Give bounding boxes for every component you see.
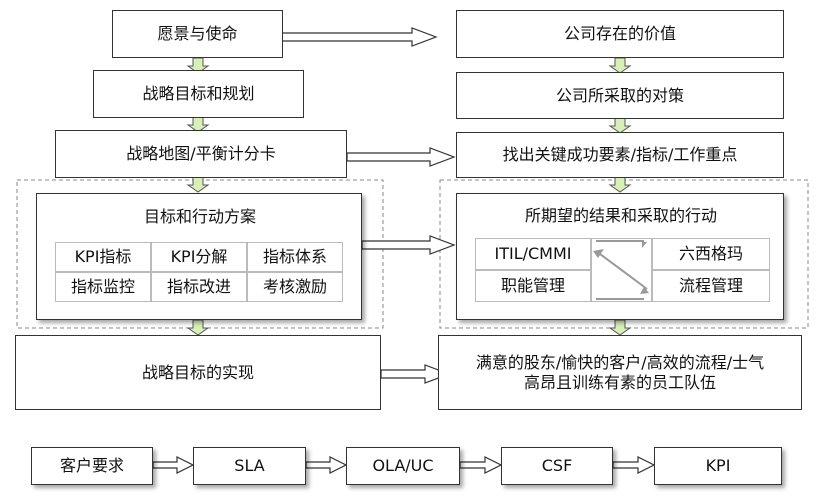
right-vertical-arrows (608, 57, 632, 336)
company-value-label: 公司存在的价值 (563, 24, 676, 43)
chain-csf: CSF (501, 447, 613, 485)
expected-results-box: 所期望的结果和采取的行动 ITIL/CMMI 职能管理 六西格玛 流程管理 (456, 193, 784, 320)
arrow-head-top (642, 242, 647, 248)
outcomes-box: 满意的股东/愉快的客户/高效的流程/士气 高昂且训练有素的员工队伍 (438, 335, 802, 410)
left-vertical-arrows (186, 57, 210, 336)
vision-label: 愿景与使命 (157, 24, 238, 43)
vision-box: 愿景与使命 (112, 10, 283, 58)
method-six-sigma: 六西格玛 (653, 239, 769, 269)
strategy-achievement-label: 战略目标的实现 (141, 362, 254, 382)
chain-csf-label: CSF (541, 456, 573, 475)
strategy-map-label: 战略地图/平衡计分卡 (126, 144, 276, 163)
chain-sla: SLA (193, 447, 306, 485)
crossing-arrows (593, 240, 649, 300)
company-value-box: 公司存在的价值 (456, 10, 784, 58)
cell-kpi-decomposition: KPI分解 (152, 243, 246, 271)
action-plan-title: 目标和行动方案 (143, 207, 256, 226)
method-functional-management: 职能管理 (476, 271, 590, 301)
company-strategy-label: 公司所采取的对策 (555, 85, 684, 105)
strategy-map-box: 战略地图/平衡计分卡 (55, 130, 347, 178)
action-plan-grid: KPI指标 KPI分解 指标体系 指标监控 指标改进 考核激励 (55, 242, 343, 302)
strategic-goals-label: 战略目标和规划 (142, 84, 255, 103)
chain-ola-uc: OLA/UC (346, 447, 460, 485)
chain-kpi: KPI (654, 447, 782, 485)
outcome-line-1: 满意的股东/愉快的客户/高效的流程/士气 (475, 352, 765, 372)
cell-indicator-system: 指标体系 (248, 243, 342, 271)
outcome-line-2: 高昂且训练有素的员工队伍 (523, 372, 716, 392)
method-itil-cmmi: ITIL/CMMI (476, 239, 590, 269)
cell-indicator-monitoring: 指标监控 (56, 273, 150, 301)
key-success-factors-box: 找出关键成功要素/指标/工作重点 (456, 132, 784, 178)
chain-ola-uc-label: OLA/UC (372, 456, 434, 475)
chain-customer-requirements: 客户要求 (31, 447, 153, 485)
horizontal-arrows (281, 27, 456, 384)
chain-kpi-label: KPI (705, 456, 731, 475)
strategic-goals-box: 战略目标和规划 (93, 70, 304, 118)
key-success-factors-label: 找出关键成功要素/指标/工作重点 (502, 145, 738, 164)
methods-grid: ITIL/CMMI 职能管理 六西格玛 流程管理 (475, 238, 770, 302)
arrow-head-left (593, 249, 604, 258)
chain-sla-label: SLA (234, 456, 265, 475)
expected-results-title: 所期望的结果和采取的行动 (524, 206, 717, 225)
arrow-head-bottom (640, 287, 649, 294)
method-process-management: 流程管理 (653, 271, 769, 301)
bottom-chain-arrows (152, 456, 656, 474)
cell-indicator-improvement: 指标改进 (152, 273, 246, 301)
action-plan-box: 目标和行动方案 KPI指标 KPI分解 指标体系 指标监控 指标改进 考核激励 (36, 193, 362, 320)
company-strategy-box: 公司所采取的对策 (456, 72, 784, 119)
cell-assessment-incentive: 考核激励 (248, 273, 342, 301)
strategy-achievement-box: 战略目标的实现 (15, 335, 381, 410)
chain-customer-requirements-label: 客户要求 (59, 456, 124, 475)
cell-kpi-indicator: KPI指标 (56, 243, 150, 271)
